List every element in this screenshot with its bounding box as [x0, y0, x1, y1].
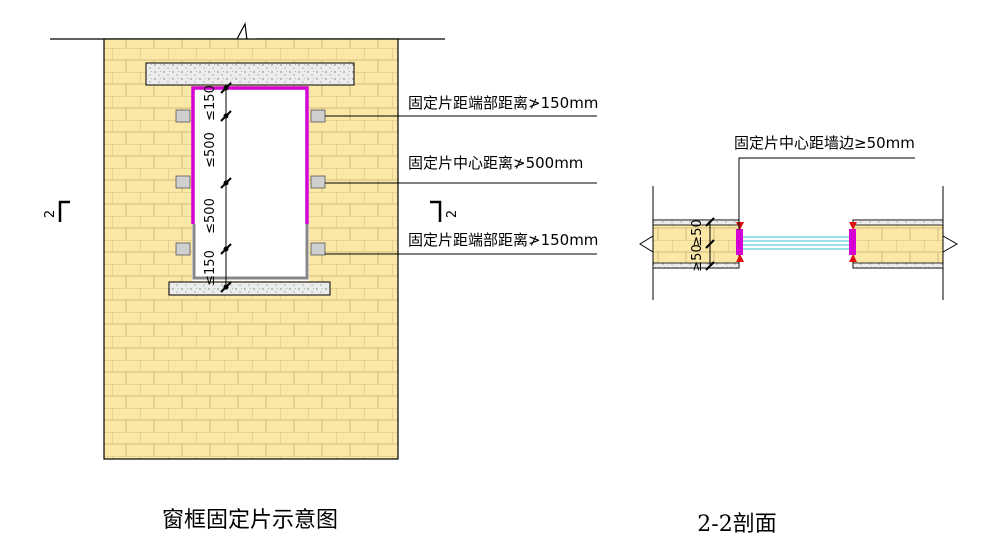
- annotation-top: 固定片距端部距离≯150mm: [408, 94, 598, 112]
- svg-text:2: 2: [445, 210, 460, 218]
- dim-mid-1: ≤500: [203, 132, 218, 168]
- svg-text:2: 2: [43, 210, 58, 218]
- annotation-middle: 固定片中心距离≯500mm: [408, 154, 583, 172]
- lintel: [145, 62, 355, 86]
- section-view: ≥50 ≥50 固定片中心距墙边≥50mm 2-2剖面: [639, 134, 959, 537]
- annotation-bottom: 固定片距端部距离≯150mm: [408, 231, 598, 249]
- subframe-outline: [192, 224, 309, 280]
- sill: [168, 281, 331, 296]
- section-wall-right: [852, 219, 944, 269]
- section-leader: [738, 157, 915, 230]
- main-caption: 窗框固定片示意图: [162, 508, 338, 533]
- section-caption: 2-2剖面: [697, 512, 776, 537]
- dim-mid-2: ≤500: [203, 198, 218, 234]
- section-wall-left: [652, 219, 740, 269]
- window-frame: [191, 86, 309, 224]
- section-frame-left: [736, 229, 743, 255]
- section-frame-right: [849, 229, 856, 255]
- dim-top: ≤150: [203, 85, 218, 121]
- section-dim-bottom: ≥50: [690, 244, 705, 271]
- section-anchors: [736, 222, 857, 262]
- section-annotation: 固定片中心距墙边≥50mm: [734, 134, 915, 152]
- anchor-pads: [175, 109, 326, 256]
- section-mark-right: 2: [430, 200, 460, 222]
- glass-pane: [741, 236, 851, 250]
- section-mark-left: 2: [43, 200, 70, 222]
- leader-lines: [325, 115, 597, 255]
- window-opening: [192, 88, 309, 281]
- main-elevation: ≤150 ≤500 ≤500 ≤150 固定片距端部距离≯150mm 固定片中心…: [43, 22, 598, 533]
- section-dim-top: ≥50: [690, 219, 705, 246]
- dim-bottom: ≤150: [203, 250, 218, 286]
- anchor-dots: [223, 85, 229, 290]
